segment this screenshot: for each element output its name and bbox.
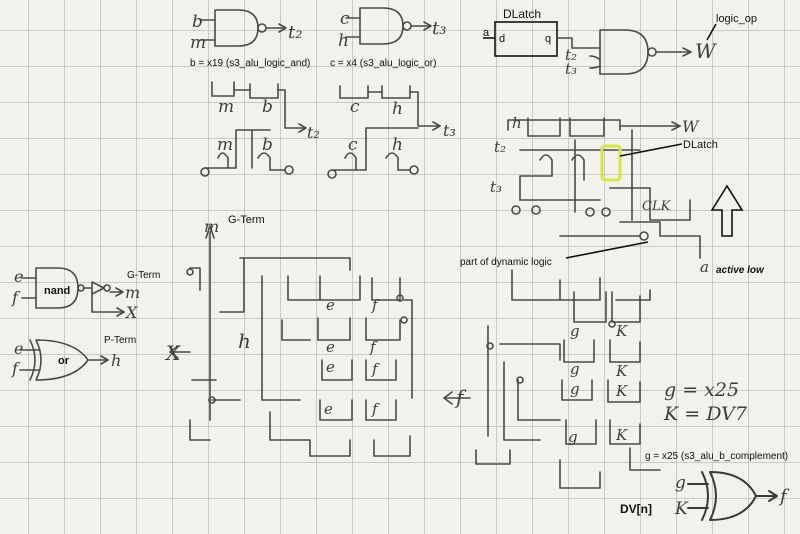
or-gate-e-f: [19, 339, 109, 381]
nand-gate-b-m: [199, 9, 287, 47]
pterm-g2: g: [570, 360, 580, 378]
gterm-e2: e: [326, 338, 335, 356]
dlatch-highlight: [600, 144, 622, 182]
dv-n-label: DV[n]: [620, 502, 652, 516]
transistor-stack-t3: [327, 85, 441, 179]
left-e1: e: [14, 267, 23, 286]
gterm-f1: f: [371, 296, 380, 314]
gterm-x: X: [164, 341, 181, 365]
gterm-m: m: [204, 217, 219, 236]
g-term-mid-label: G-Term: [228, 214, 265, 226]
g-equation: g = x25: [664, 379, 739, 401]
left-e2: e: [14, 339, 23, 358]
dl-h: h: [512, 114, 522, 132]
c-definition: c = x4 (s3_alu_logic_or): [330, 58, 436, 69]
xor-gate-g-k: [687, 471, 778, 521]
pterm-f: f: [454, 385, 467, 409]
gterm-f4: f: [371, 400, 380, 418]
gterm-f3: f: [371, 360, 380, 378]
dlatch-box: [494, 21, 558, 57]
dl-clk: CLK: [642, 199, 672, 214]
b-definition: b = x19 (s3_alu_logic_and): [190, 58, 310, 69]
stack-t3-h2: h: [392, 135, 403, 155]
dynamic-logic-block: [507, 117, 701, 259]
g-definition: g = x25 (s3_alu_b_complement): [645, 451, 788, 462]
pterm-g4: g: [568, 428, 578, 446]
pterm-k2: K: [615, 362, 628, 380]
label-c: c: [340, 9, 350, 29]
stack-t2-m1: m: [218, 97, 234, 117]
dl-t2: t₂: [494, 138, 506, 156]
gterm-e4: e: [324, 400, 333, 418]
left-h-out: h: [111, 351, 121, 370]
pterm-k3: K: [615, 382, 628, 400]
label-t3: t₃: [432, 18, 446, 39]
up-arrow-icon: [710, 184, 744, 237]
gterm-e3: e: [326, 358, 335, 376]
g-term-left-label: G-Term: [127, 270, 160, 281]
p-term-network: [443, 269, 661, 489]
dlatch-callout: DLatch: [683, 139, 718, 151]
dlatch-port-a: a: [483, 27, 490, 39]
nand-gate-output: [589, 29, 692, 75]
dlatch-port-q: q: [545, 33, 551, 45]
xor-k: K: [674, 499, 689, 519]
stack-t2-b1: b: [262, 97, 273, 117]
stack-t2-m2: m: [217, 135, 233, 155]
xor-f: f: [778, 486, 790, 507]
p-term-left-label: P-Term: [104, 335, 136, 346]
dlatch-title: DLatch: [503, 7, 541, 21]
part-dynamic-logic-label: part of dynamic logic: [460, 257, 552, 268]
k-equation: K = DV7: [663, 403, 748, 425]
stack-t2-out: t₂: [307, 123, 320, 142]
label-b: b: [192, 12, 203, 32]
stack-t2-b2: b: [262, 135, 273, 155]
gterm-h: h: [238, 329, 251, 353]
label-t2-gate: t₂: [565, 46, 577, 64]
left-m-out: m: [125, 283, 140, 302]
stack-t3-out: t₃: [443, 121, 456, 140]
label-t2: t₂: [288, 22, 302, 43]
left-x-out: X: [124, 303, 138, 322]
label-t3-gate: t₃: [565, 60, 577, 78]
stack-t3-h1: h: [392, 99, 403, 119]
left-f1: f: [11, 288, 21, 307]
dl-t3: t₃: [490, 178, 502, 196]
transistor-stack-t2: [200, 81, 307, 177]
xor-g: g: [675, 473, 686, 493]
nand-gate-c-h: [345, 7, 432, 45]
g-term-network: [169, 225, 413, 457]
left-f2: f: [11, 359, 21, 378]
nand-label: nand: [44, 285, 70, 297]
gterm-f2: f: [369, 338, 378, 356]
logic-op-label: logic_op: [716, 13, 757, 25]
pterm-k4: K: [615, 426, 628, 444]
label-m: m: [190, 33, 206, 53]
gterm-e1: e: [326, 296, 335, 314]
dl-a: a: [700, 258, 709, 276]
nand-gate-e-f: [21, 267, 125, 317]
pterm-k1: K: [615, 322, 628, 340]
active-low-label: active low: [716, 265, 765, 276]
or-label: or: [58, 355, 70, 367]
label-h: h: [338, 31, 349, 51]
dl-w: W: [682, 117, 700, 136]
pterm-g3: g: [570, 380, 580, 398]
stack-t3-c2: c: [348, 135, 358, 155]
pterm-g1: g: [570, 322, 580, 340]
label-w-top: W: [695, 39, 717, 63]
dlatch-port-d: d: [499, 33, 505, 45]
stack-t3-c1: c: [350, 97, 360, 117]
